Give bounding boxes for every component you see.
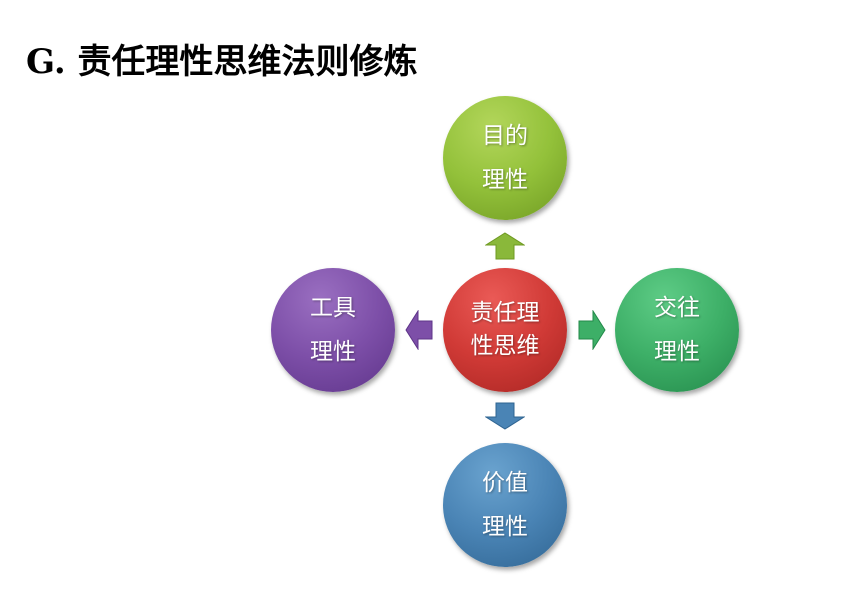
bottom-node: 价值 理性 [443, 443, 567, 567]
center-node-line1: 责任理 [470, 300, 540, 326]
bottom-node-line2: 理性 [482, 514, 528, 540]
right-node-line1: 交往 [654, 295, 700, 321]
arrow-up-icon [485, 232, 525, 260]
bottom-node-line1: 价值 [482, 470, 528, 496]
right-node-line2: 理性 [654, 339, 700, 365]
arrow-left-icon [405, 310, 433, 350]
slide-title: G. 责任理性思维法则修炼 [26, 42, 418, 82]
left-node-line1: 工具 [310, 295, 356, 321]
left-node: 工具 理性 [271, 268, 395, 392]
top-node-line1: 目的 [482, 123, 528, 149]
arrow-down-icon [485, 402, 525, 430]
center-node: 责任理 性思维 [443, 268, 567, 392]
top-node: 目的 理性 [443, 96, 567, 220]
top-node-line2: 理性 [482, 167, 528, 193]
center-node-line2: 性思维 [470, 333, 540, 359]
arrow-right-icon [578, 310, 606, 350]
left-node-line2: 理性 [310, 339, 356, 365]
right-node: 交往 理性 [615, 268, 739, 392]
